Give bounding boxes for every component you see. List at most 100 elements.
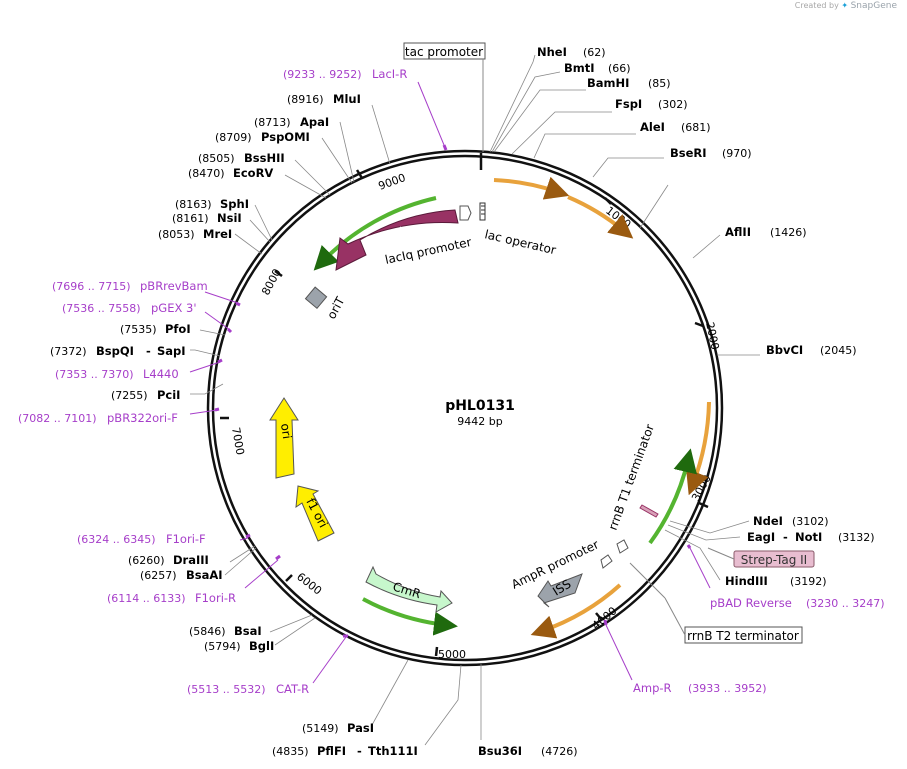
site-BspQI: BspQI (96, 344, 134, 358)
site-AleI: AleI (640, 120, 665, 134)
rrnB-T2-label: rrnB T2 terminator (687, 629, 799, 643)
lac-operator-mark (479, 202, 486, 221)
site-Bsu36I-pos: (4726) (541, 745, 578, 758)
site-labels: NheI (62) BmtI (66) BamHI (85) FspI (302… (50, 45, 875, 758)
primer-L4440: L4440 (143, 367, 179, 381)
tick-7000: 7000 (229, 426, 247, 456)
site-NsiI: NsiI (217, 211, 242, 225)
tick-marks (220, 153, 709, 657)
site-MluI: MluI (333, 92, 361, 106)
credit-brand: SnapGene (850, 1, 897, 11)
strep-tag-box: Strep-Tag II (707, 547, 815, 568)
feature-f1-ori[interactable]: f1 ori (295, 485, 335, 542)
site-FspI-pos: (302) (658, 98, 688, 111)
site-PciI-pos: (7255) (111, 389, 148, 402)
site-MreI-pos: (8053) (158, 228, 195, 241)
site-Tth111I: Tth111I (368, 744, 418, 758)
site-EagI-pos: (3132) (838, 531, 875, 544)
site-BmtI: BmtI (564, 61, 595, 75)
site-AleI-pos: (681) (681, 121, 711, 134)
oriT-label: oriT (324, 294, 347, 321)
site-PfoI-pos: (7535) (120, 323, 157, 336)
site-AflII-pos: (1426) (770, 226, 807, 239)
orf-arc-3 (686, 401, 711, 496)
site-BglI: BglI (249, 639, 274, 653)
site-HindIII: HindIII (725, 574, 768, 588)
orf-arc-5 (530, 583, 622, 639)
site-BseRI: BseRI (670, 146, 707, 160)
primer-marks (214, 144, 692, 638)
site-EcoRV: EcoRV (233, 166, 273, 180)
site-BamHI: BamHI (587, 76, 629, 90)
feature-ISS[interactable]: ISS (537, 573, 583, 608)
site-BspQI-pos: (7372) (50, 345, 87, 358)
site-NsiI-pos: (8161) (172, 212, 209, 225)
site-FspI: FspI (615, 97, 642, 111)
site-SphI-pos: (8163) (175, 198, 212, 211)
site-NdeI-pos: (3102) (792, 515, 829, 528)
site-AflII: AflII (725, 225, 751, 239)
feature-ori[interactable]: ori (269, 397, 299, 479)
site-BspQI-dash: - (146, 344, 151, 358)
tac-promoter-label: tac promoter (405, 45, 483, 59)
primer-F1ori-R: F1ori-R (195, 591, 236, 605)
site-BbvCI-pos: (2045) (820, 344, 857, 357)
primer-F1ori-F: F1ori-F (166, 532, 206, 546)
site-BsaI: BsaI (234, 624, 262, 638)
site-Bsu36I: Bsu36I (478, 744, 522, 758)
site-PspOMI-pos: (8709) (215, 131, 252, 144)
tick-5000: 5000 (438, 648, 466, 661)
rrnB-T1-label: rrnB T1 terminator (606, 422, 657, 532)
primer-F1ori-R-range: (6114 .. 6133) (107, 592, 186, 605)
primer-LacI-R-range: (9233 .. 9252) (283, 68, 362, 81)
site-BsaAI: BsaAI (186, 568, 223, 582)
orf-arc-7 (313, 196, 437, 271)
rrnB-T2-box: rrnB T2 terminator (629, 562, 803, 644)
site-NdeI: NdeI (753, 514, 783, 528)
tac-promoter-box: tac promoter (403, 42, 486, 152)
primer-F1ori-F-range: (6324 .. 6345) (77, 533, 156, 546)
site-PasI-pos: (5149) (302, 722, 339, 735)
site-PflFI: PflFI (317, 744, 346, 758)
lac-operator-label: lac operator (483, 227, 557, 257)
tick-2000: 2000 (703, 321, 722, 351)
ampR-promoter-arrow-2 (616, 539, 629, 554)
site-SphI: SphI (220, 197, 249, 211)
orf-arc-1 (493, 176, 570, 200)
primer-pBRrevBam: pBRrevBam (140, 279, 208, 293)
plasmid-name: pHL0131 (445, 398, 515, 414)
oriT-box (304, 286, 328, 309)
primer-pBAD-Reverse-range: (3230 .. 3247) (806, 597, 885, 610)
primer-pGEX3: pGEX 3' (151, 301, 197, 315)
primer-labels: (9233 .. 9252) LacI-R (7696 .. 7715) pBR… (18, 67, 885, 696)
site-BssHII-pos: (8505) (198, 152, 235, 165)
tick-8000: 8000 (259, 267, 284, 298)
site-MreI: MreI (203, 227, 232, 241)
tick-9000: 9000 (377, 171, 408, 193)
snapgene-logo-icon: ✦ (841, 1, 849, 10)
primer-leaders (189, 81, 711, 684)
tick-4000: 4000 (590, 604, 620, 632)
primer-Amp-R-range: (3933 .. 3952) (688, 682, 767, 695)
orf-arcs (313, 176, 711, 639)
site-BsaAI-pos: (6257) (140, 569, 177, 582)
ori-label: ori (278, 422, 294, 439)
orf-arc-4 (648, 448, 697, 545)
primer-pBR322ori-F: pBR322ori-F (107, 411, 178, 425)
orf-arc-6 (362, 597, 458, 636)
site-PflFI-pos: (4835) (272, 745, 309, 758)
primer-pBRrevBam-range: (7696 .. 7715) (52, 280, 131, 293)
primer-pGEX3-range: (7536 .. 7558) (62, 302, 141, 315)
primer-Amp-R: Amp-R (633, 681, 672, 695)
site-ApaI-pos: (8713) (254, 116, 291, 129)
lacIq-promoter-arrow (459, 205, 472, 221)
site-DraIII: DraIII (173, 553, 209, 567)
primer-L4440-range: (7353 .. 7370) (55, 368, 134, 381)
feature-CmR[interactable]: CmR (365, 565, 453, 613)
site-BsaI-pos: (5846) (189, 625, 226, 638)
ampR-promoter-arrow (600, 554, 613, 569)
tick-labels: 1000 2000 3000 4000 5000 6000 7000 8000 … (229, 171, 722, 661)
rrnB-T1-mark (639, 504, 659, 518)
site-BmtI-pos: (66) (608, 62, 631, 75)
